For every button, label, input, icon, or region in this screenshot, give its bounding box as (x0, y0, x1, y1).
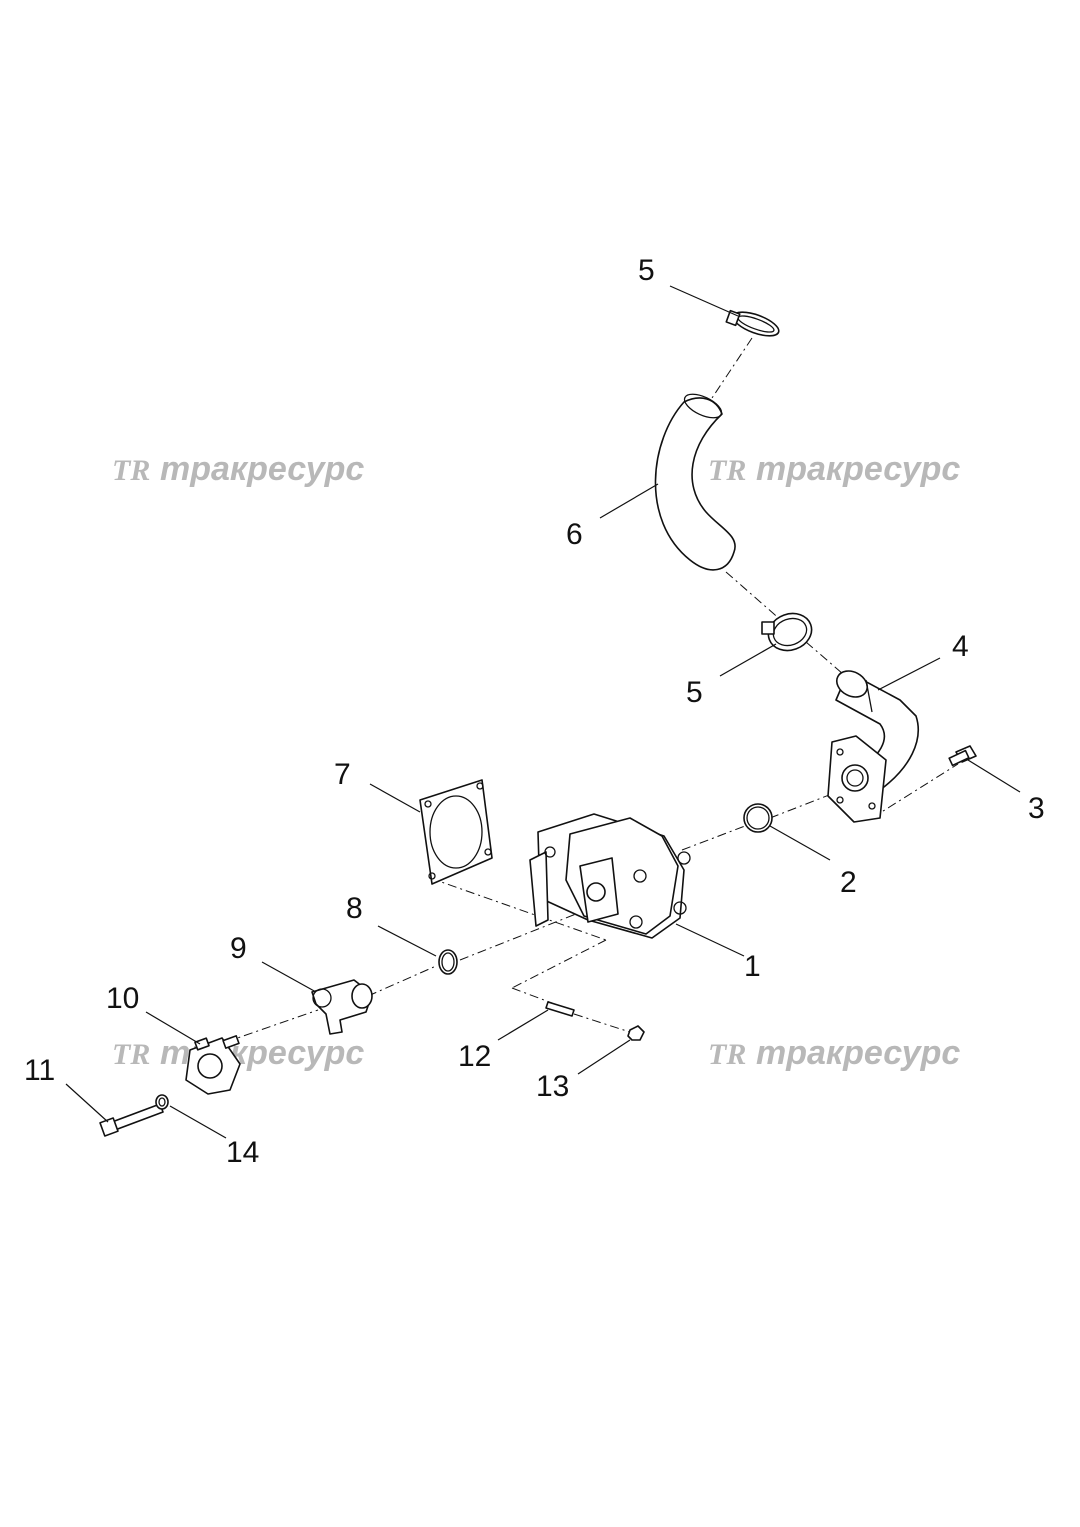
callout-label: 3 (1028, 792, 1045, 825)
leader-lines (65, 285, 1021, 1139)
flange-bolt (948, 745, 977, 767)
pressure-fitting (311, 979, 373, 1035)
callout-label: 6 (566, 518, 583, 551)
long-bolt (99, 1103, 164, 1137)
callout-label: 8 (346, 892, 363, 925)
watermark-top-left: TR тракресурс (112, 450, 364, 488)
hose-clamp-bottom (761, 612, 813, 652)
hose-clamp-top (725, 309, 780, 337)
callout-label: 14 (226, 1136, 259, 1169)
watermark-logo: TR (112, 1038, 150, 1071)
gasket (419, 779, 493, 885)
callout-label: 13 (536, 1070, 569, 1103)
o-ring-large (743, 803, 773, 833)
watermark-text: тракресурс (756, 1034, 960, 1072)
callout-label: 9 (230, 932, 247, 965)
callout-label: 5 (638, 254, 655, 287)
split-flange (185, 1035, 241, 1095)
callout-label: 2 (840, 866, 857, 899)
callout-label: 12 (458, 1040, 491, 1073)
watermark-logo: TR (112, 454, 150, 487)
callout-label: 7 (334, 758, 351, 791)
stud (545, 1001, 575, 1017)
callout-label: 5 (686, 676, 703, 709)
watermark-text: тракресурс (160, 450, 364, 488)
nut (627, 1025, 645, 1041)
callout-label: 1 (744, 950, 761, 983)
watermark-text: тракресурс (756, 450, 960, 488)
hose (654, 393, 736, 571)
watermark-top-right: TR тракресурс (708, 450, 960, 488)
gear-pump (529, 813, 691, 939)
callout-label: 4 (952, 630, 969, 663)
watermark-logo: TR (708, 454, 746, 487)
callout-labels: 5 6 5 4 3 2 7 1 8 9 10 11 12 13 14 (24, 254, 1045, 1169)
watermark-logo: TR (708, 1038, 746, 1071)
callout-label: 11 (24, 1054, 55, 1087)
washer (155, 1094, 169, 1110)
callout-label: 10 (106, 982, 139, 1015)
suction-elbow (827, 670, 920, 823)
o-ring-small (438, 949, 458, 975)
watermark-bottom-right: TR тракресурс (708, 1034, 960, 1072)
